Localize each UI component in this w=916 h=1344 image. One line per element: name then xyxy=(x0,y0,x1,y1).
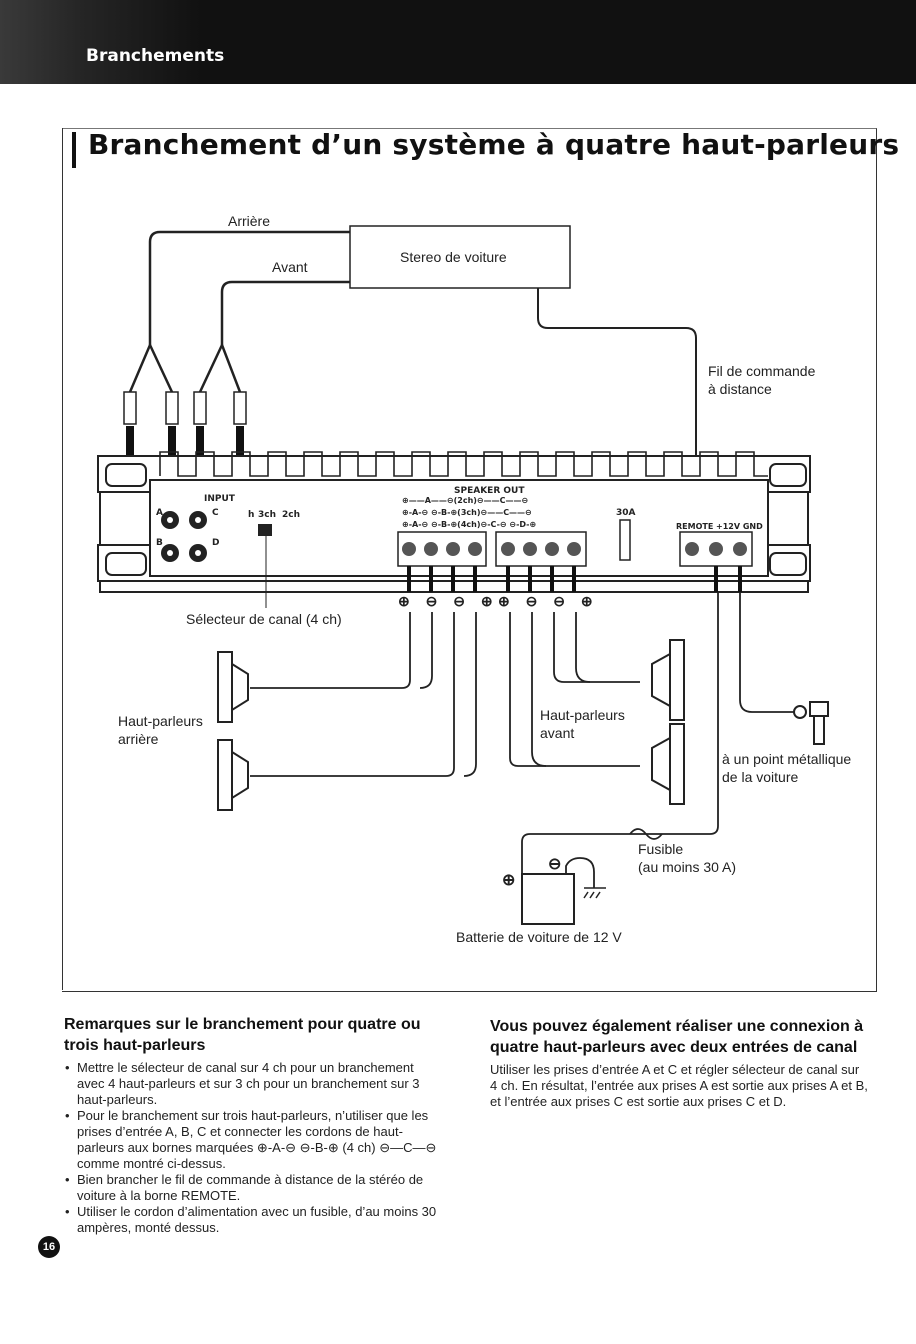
terminal-screws xyxy=(402,542,747,556)
polarity-left: ⊕ ⊖ ⊖ ⊕ xyxy=(398,593,499,609)
note-bullet: Utiliser le cordon d’alimentation avec u… xyxy=(65,1204,444,1236)
label-rear-speakers-2: arrière xyxy=(118,731,159,747)
notes-right-text: Utiliser les prises d’entrée A et C et r… xyxy=(490,1062,868,1109)
front-rca-cable xyxy=(220,280,350,345)
selector-3ch-label: 3ch xyxy=(258,510,277,520)
speaker-config-2ch: ⊕——A——⊖(2ch)⊖——C——⊖ xyxy=(402,496,529,505)
label-remote-wire-1: Fil de commande xyxy=(708,363,816,379)
rear-rca-cable xyxy=(148,230,350,345)
label-battery: Batterie de voiture de 12 V xyxy=(456,929,622,945)
input-jacks xyxy=(161,511,207,562)
speaker-leads xyxy=(407,566,742,592)
selector-2ch-label: 2ch xyxy=(282,510,301,520)
notes-right: Vous pouvez également réaliser une conne… xyxy=(490,1016,868,1110)
heatsink-fins xyxy=(159,451,768,477)
label-rear-speakers-1: Haut-parleurs xyxy=(118,713,203,729)
selector-h-label: h xyxy=(248,510,255,520)
speaker-config-3ch: ⊕-A-⊖ ⊖-B-⊕(3ch)⊖——C——⊖ xyxy=(402,508,532,517)
rca-plugs xyxy=(123,391,247,425)
label-front-input: Avant xyxy=(272,259,308,275)
amp-fuse xyxy=(619,519,631,561)
amp-input-a: A xyxy=(156,508,163,518)
remote-terminal-label: REMOTE xyxy=(676,522,714,531)
rear-speakers xyxy=(217,651,249,811)
label-ground-1: à un point métallique xyxy=(722,751,852,767)
header-texture xyxy=(0,0,200,84)
speaker-out-label: SPEAKER OUT xyxy=(454,486,525,496)
amp-input-c: C xyxy=(212,508,219,518)
amp-input-d: D xyxy=(212,538,220,548)
polarity-right: ⊕ ⊖ ⊖ ⊕ xyxy=(498,593,599,609)
channel-selector-switch xyxy=(258,524,272,536)
label-fuse-2: (au moins 30 A) xyxy=(638,859,737,875)
label-channel-selector: Sélecteur de canal (4 ch) xyxy=(186,611,342,627)
notes-left-list: Mettre le sélecteur de canal sur 4 ch po… xyxy=(64,1060,444,1236)
label-front-speakers-1: Haut-parleurs xyxy=(540,707,625,723)
chassis-ground-symbol xyxy=(583,887,606,899)
power-terminal-label: +12V GND xyxy=(716,522,763,531)
diagram-frame xyxy=(62,128,877,992)
speaker-config-4ch: ⊕-A-⊖ ⊖-B-⊕(4ch)⊖-C-⊖ ⊖-D-⊕ xyxy=(402,520,537,529)
rca-splits xyxy=(128,344,242,393)
label-front-speakers-2: avant xyxy=(540,725,575,741)
speaker-wiring xyxy=(250,592,800,874)
label-fuse-1: Fusible xyxy=(638,841,684,857)
front-speakers xyxy=(651,639,685,805)
battery-plus: ⊕ xyxy=(502,872,516,889)
note-bullet: Bien brancher le fil de commande à dista… xyxy=(65,1172,444,1204)
diagram-frame-left-edge xyxy=(62,128,63,990)
label-stereo: Stereo de voiture xyxy=(400,249,507,265)
section-tab: Branchements xyxy=(86,46,225,66)
note-bullet: Mettre le sélecteur de canal sur 4 ch po… xyxy=(65,1060,444,1108)
notes-left: Remarques sur le branchement pour quatre… xyxy=(64,1014,444,1236)
inline-fuse xyxy=(629,828,663,840)
page-title: Branchement d’un système à quatre haut-p… xyxy=(88,128,900,161)
battery-ground-wire xyxy=(565,857,595,888)
ground-bolt xyxy=(793,701,829,745)
notes-left-heading: Remarques sur le branchement pour quatre… xyxy=(64,1016,421,1054)
title-accent-bar xyxy=(72,132,76,168)
label-remote-wire-2: à distance xyxy=(708,381,772,397)
wiring-diagram xyxy=(97,225,829,925)
label-rear-input: Arrière xyxy=(228,213,271,229)
stereo-box xyxy=(349,225,571,289)
notes-right-heading: Vous pouvez également réaliser une conne… xyxy=(490,1018,864,1056)
note-bullet: Pour le branchement sur trois haut-parle… xyxy=(65,1108,444,1172)
header-bar xyxy=(0,0,916,84)
amp-input-label: INPUT xyxy=(204,494,235,504)
fuse-rating-label: 30A xyxy=(616,508,636,518)
label-ground-2: de la voiture xyxy=(722,769,799,785)
battery xyxy=(521,873,575,925)
battery-minus: ⊖ xyxy=(548,856,562,873)
amp-input-b: B xyxy=(156,538,163,548)
page-number: 16 xyxy=(38,1236,60,1258)
remote-wire xyxy=(537,288,697,530)
